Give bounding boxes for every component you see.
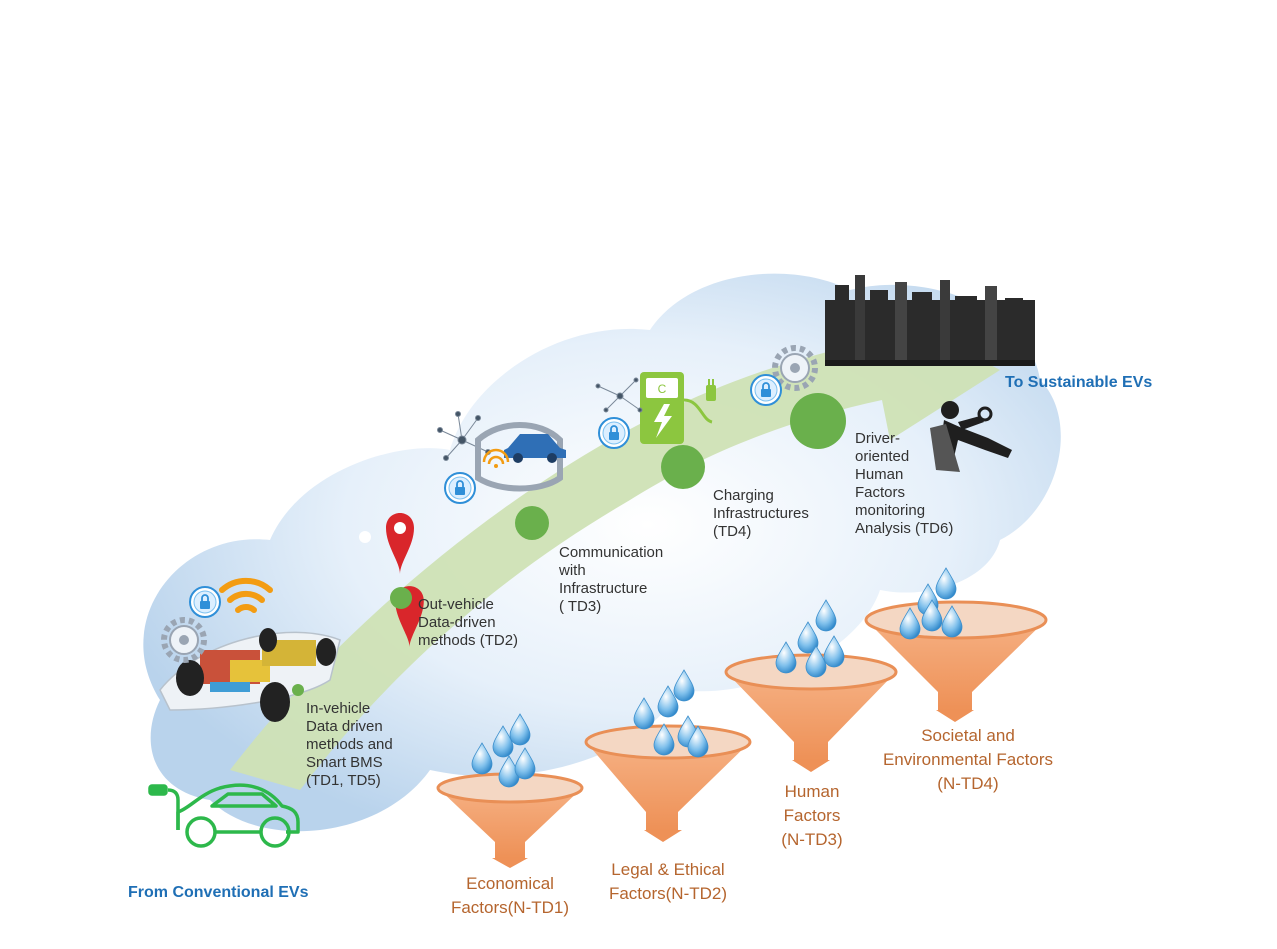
electric-car-outline-icon: [148, 783, 300, 848]
lock-icon: [598, 417, 630, 449]
connected-car-icon: [475, 422, 566, 492]
label-td4: Charging Infrastructures (TD4): [713, 487, 809, 540]
milestone-node-td1-td5: [292, 684, 304, 696]
label-td2: Out-vehicle Data-driven methods (TD2): [418, 596, 519, 649]
city-skyline-icon: [825, 275, 1035, 366]
driver-silhouette-icon: [930, 401, 1012, 472]
wifi-icon: [219, 577, 273, 613]
svg-text:C: C: [658, 382, 667, 396]
label-td6: Driver- oriented Human Factors monitorin…: [855, 430, 954, 537]
end-label: To Sustainable EVs: [1005, 374, 1153, 391]
charging-station-icon: C: [640, 372, 716, 444]
lock-icon: [189, 586, 221, 618]
label-n-td3: Human Factors (N-TD3): [781, 782, 843, 849]
milestone-node-td2: [390, 587, 412, 609]
funnel-n-td1: [436, 772, 584, 868]
milestone-node-td4: [661, 445, 705, 489]
label-td1-td5: In-vehicle Data driven methods and Smart…: [306, 700, 393, 789]
label-n-td4: Societal and Environmental Factors (N-TD…: [882, 726, 1054, 793]
label-n-td2: Legal & Ethical Factors(N-TD2): [608, 860, 728, 903]
label-td3: Communication with Infrastructure ( TD3): [559, 544, 664, 615]
label-n-td1: Economical Factors(N-TD1): [450, 874, 570, 917]
network-icon: [595, 377, 643, 413]
lock-icon: [444, 472, 476, 504]
milestone-node-td3: [515, 506, 549, 540]
lock-icon: [750, 374, 782, 406]
start-label: From Conventional EVs: [128, 884, 309, 901]
milestone-node-td6: [790, 393, 846, 449]
